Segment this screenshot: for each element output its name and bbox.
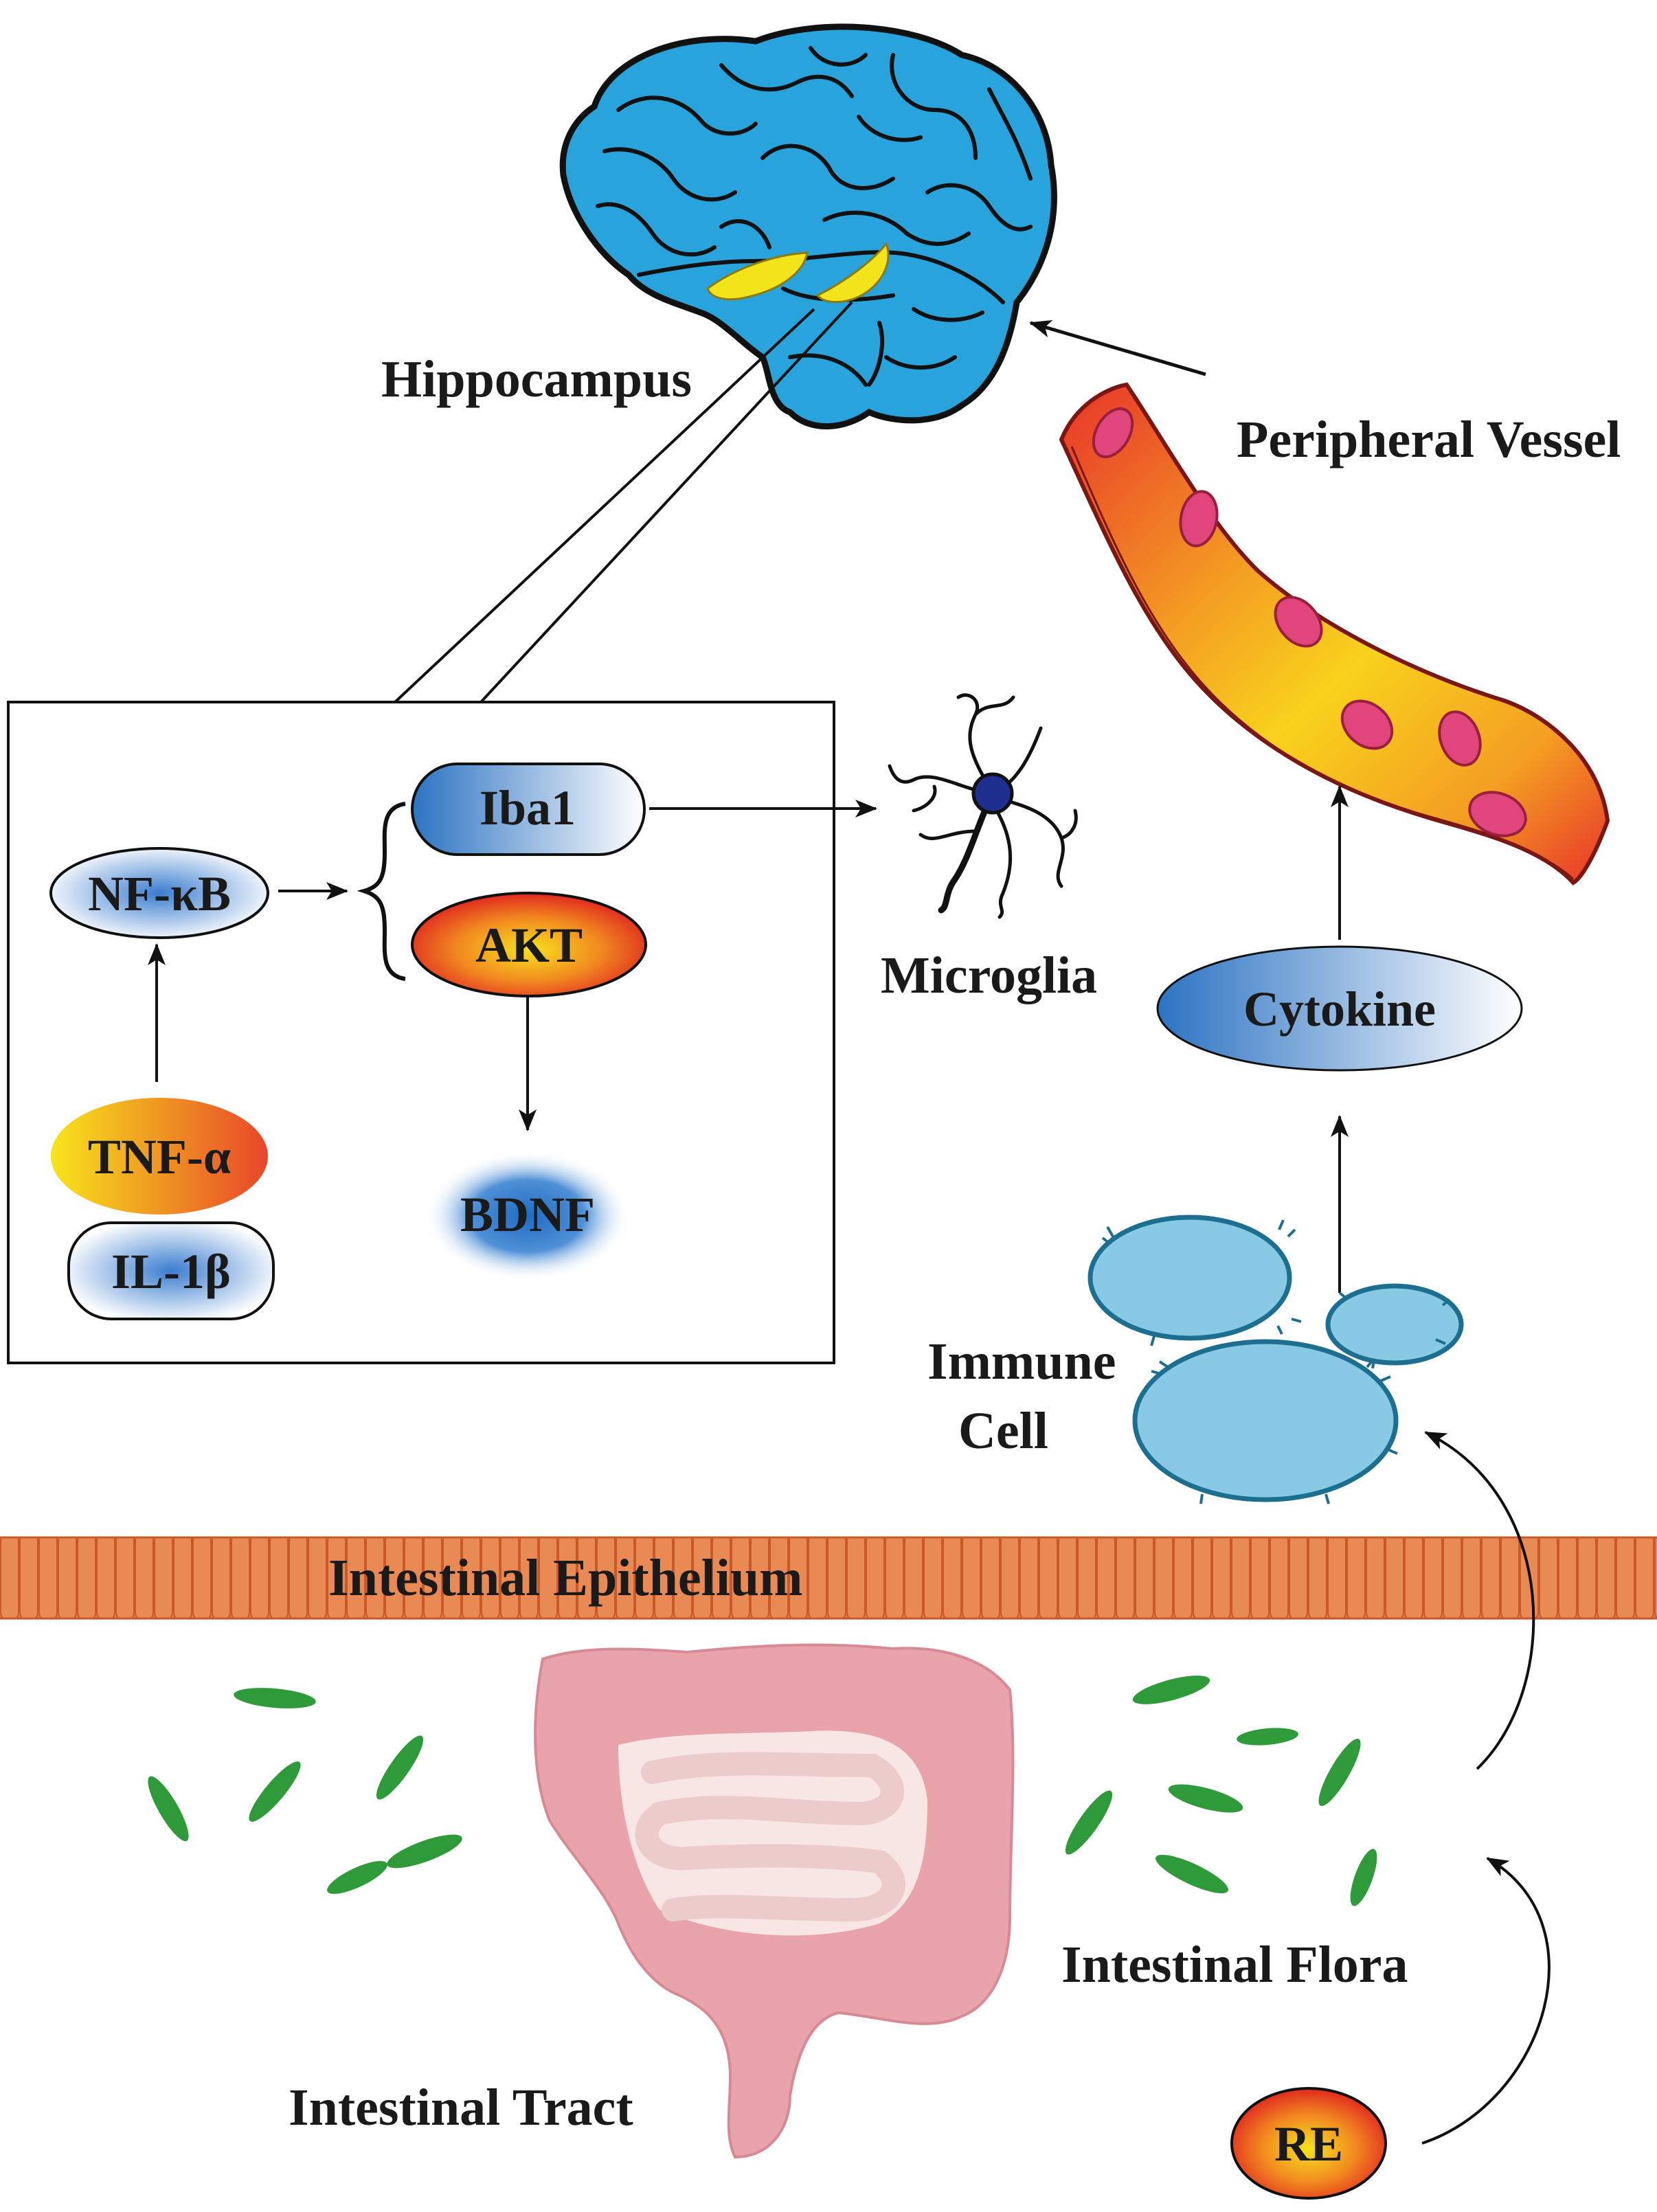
svg-text:AKT: AKT [475,918,583,973]
label-intestinal-tract: Intestinal Tract [289,2079,633,2136]
zoom-line-left [394,308,815,703]
svg-text:Cytokine: Cytokine [1243,982,1436,1037]
intestinal-epithelium-band [0,1536,1657,1620]
node-il-1b: IL-1β [67,1221,275,1320]
label-hippocampus: Hippocampus [381,350,692,408]
intestinal-flora-bacteria [148,1675,1377,1906]
arrow-flora-to-immune [1424,1431,1535,1770]
mechanism-box [7,701,835,1364]
arrow-re-to-flora [1421,1857,1551,2145]
immune-cells-illustration [1087,1215,1464,1504]
label-immune-line2: Cell [958,1402,1048,1460]
label-intestinal-epithelium: Intestinal Epithelium [328,1549,802,1607]
node-akt: AKT [411,892,647,997]
svg-text:NF-κB: NF-κB [88,866,231,921]
label-immune-line1: Immune [927,1333,1116,1390]
node-re: RE [1230,2087,1387,2200]
node-iba1: Iba1 [411,763,646,856]
node-nf-kb: NF-κB [49,847,269,939]
microglia-illustration [888,693,1078,919]
peripheral-vessel-illustration [1059,382,1610,885]
brace [357,802,406,981]
node-bdnf: BDNF [425,1151,631,1281]
zoom-line-right [480,301,853,703]
label-intestinal-flora: Intestinal Flora [1061,1936,1408,1994]
svg-text:Iba1: Iba1 [480,780,576,835]
svg-text:RE: RE [1274,2117,1343,2171]
node-cytokine: Cytokine [1156,945,1523,1072]
svg-text:BDNF: BDNF [460,1187,595,1242]
svg-text:TNF-α: TNF-α [88,1129,231,1184]
label-microglia: Microglia [881,947,1097,1004]
intestine-illustration [534,1643,1015,2159]
svg-text:IL-1β: IL-1β [111,1244,231,1299]
brain-illustration [559,23,1057,430]
arrow-vessel-to-brain [1029,319,1206,376]
label-peripheral-vessel: Peripheral Vessel [1237,411,1621,469]
node-tnf-a: TNF-α [51,1098,268,1215]
